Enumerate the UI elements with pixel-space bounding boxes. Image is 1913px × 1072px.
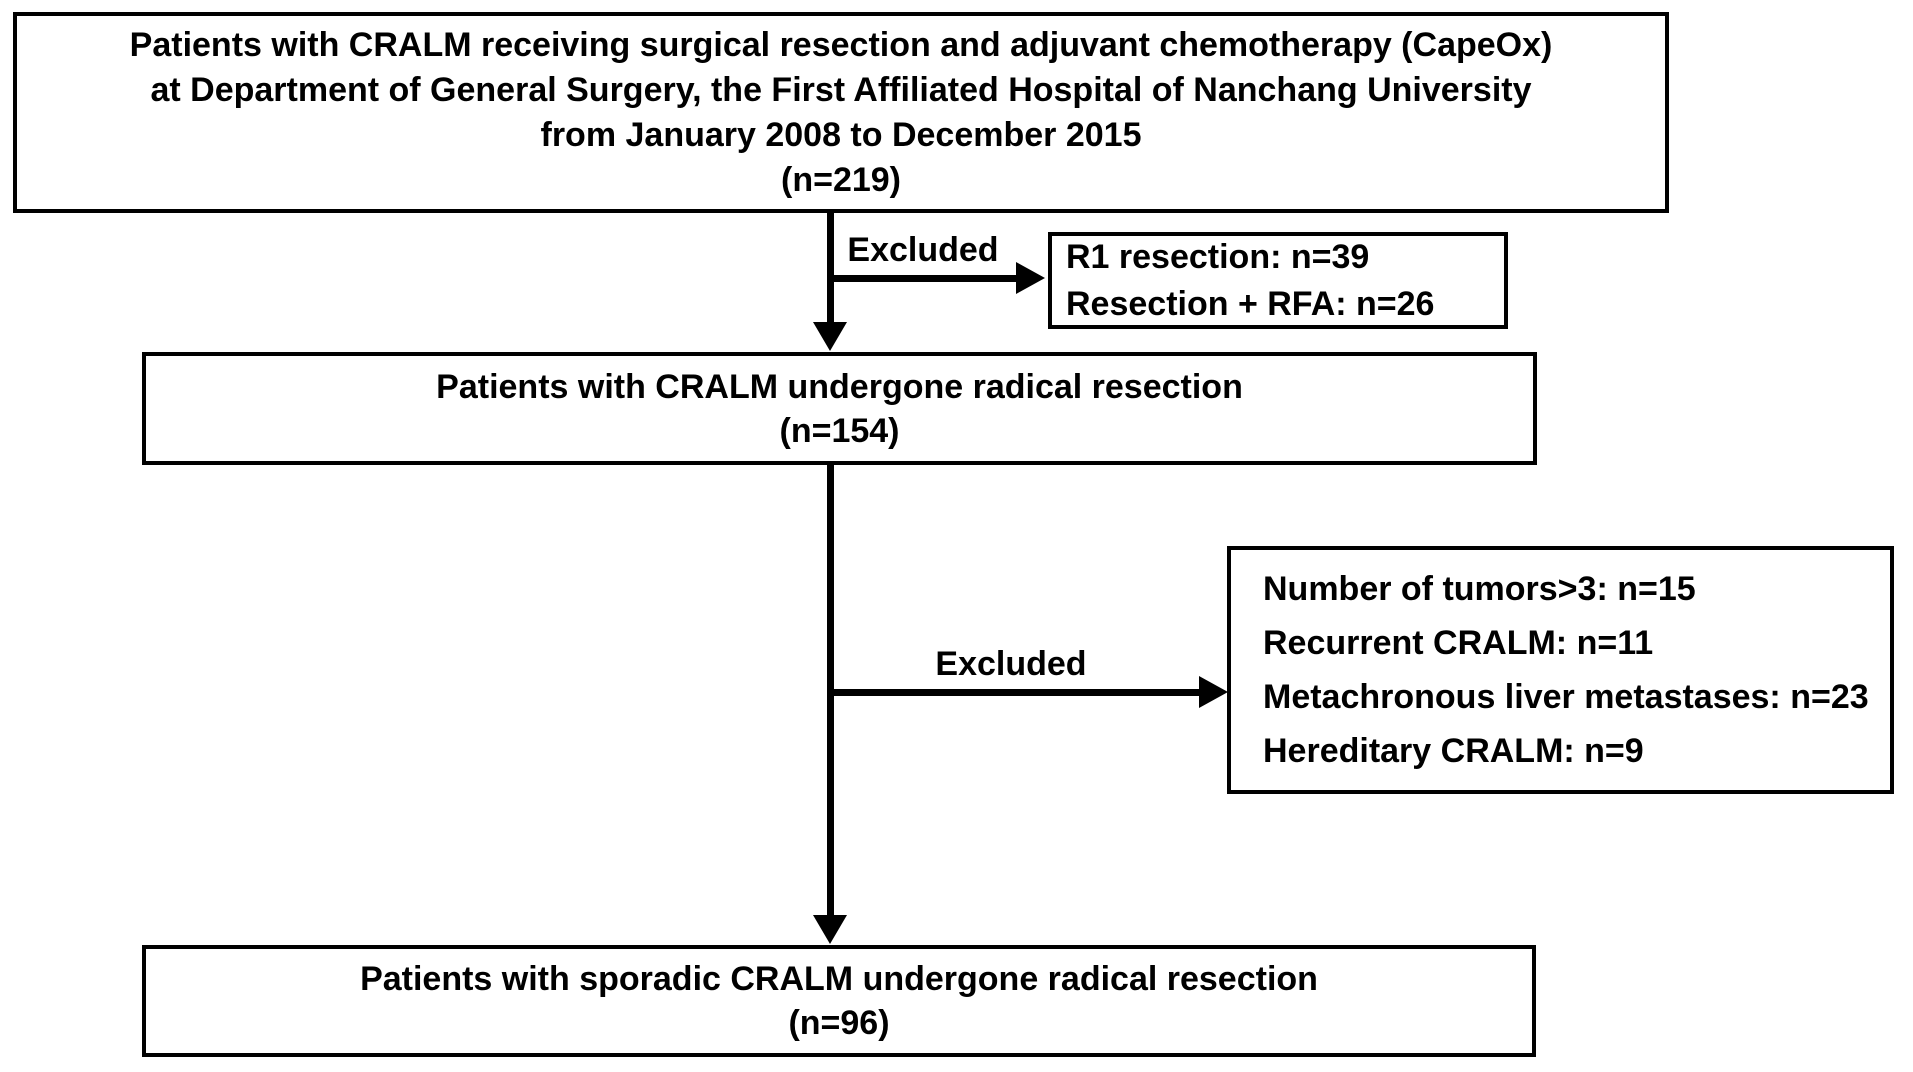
excluded-label-2: Excluded [935,645,1087,683]
exclusion-box-2: Number of tumors>3: n=15 Recurrent CRALM… [1227,546,1894,794]
exclusion-2-line-3: Metachronous liver metastases: n=23 [1263,678,1869,716]
sporadic-count: (n=96) [788,1004,890,1042]
enrollment-box: Patients with CRALM receiving surgical r… [13,12,1669,213]
radical-resection-line: Patients with CRALM undergone radical re… [436,367,1243,406]
excluded-label-1: Excluded [847,231,999,269]
radical-resection-count: (n=154) [779,411,900,450]
radical-resection-box: Patients with CRALM undergone radical re… [142,352,1537,465]
enrollment-line-3: from January 2008 to December 2015 [540,115,1142,154]
sporadic-line: Patients with sporadic CRALM undergone r… [360,960,1318,998]
branch-line-2 [830,689,1201,696]
exclusion-box-1: R1 resection: n=39 Resection + RFA: n=26 [1048,232,1508,329]
exclusion-2-line-1: Number of tumors>3: n=15 [1263,570,1696,608]
enrollment-count: (n=219) [781,160,901,199]
arrowhead-right-2-icon [1199,676,1228,708]
exclusion-1-line-2: Resection + RFA: n=26 [1066,284,1435,323]
branch-line-1 [830,275,1019,282]
arrowhead-right-1-icon [1016,262,1045,294]
exclusion-1-line-1: R1 resection: n=39 [1066,237,1370,276]
enrollment-line-1: Patients with CRALM receiving surgical r… [129,25,1553,64]
exclusion-2-line-2: Recurrent CRALM: n=11 [1263,624,1654,662]
arrowhead-down-1-icon [813,322,847,351]
exclusion-2-line-4: Hereditary CRALM: n=9 [1263,732,1644,770]
sporadic-box: Patients with sporadic CRALM undergone r… [142,945,1536,1057]
arrowhead-down-2-icon [813,915,847,944]
enrollment-line-2: at Department of General Surgery, the Fi… [150,70,1532,109]
flow-line-vertical-1 [827,212,834,324]
